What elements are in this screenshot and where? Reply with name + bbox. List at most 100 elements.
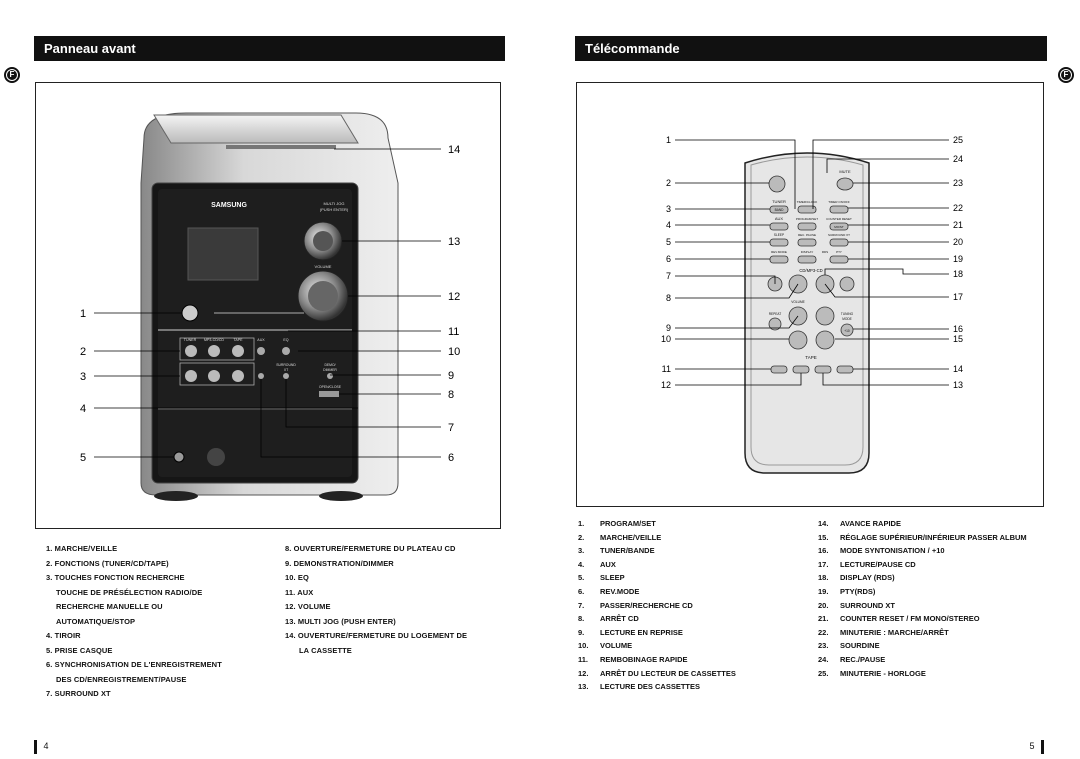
legend-item: 10.VOLUME xyxy=(578,641,633,651)
remote-callout-7: 7 xyxy=(666,271,671,281)
aux-label: AUX xyxy=(257,338,265,342)
page-marker-icon xyxy=(34,740,37,754)
legend-item: 18.DISPLAY (RDS) xyxy=(818,573,895,583)
legend-item: 5. PRISE CASQUE xyxy=(46,645,113,655)
legend-item: 24.REC./PAUSE xyxy=(818,654,886,664)
brand-logo: SAMSUNG xyxy=(211,202,247,209)
remote-surround-label: SURROUND XT xyxy=(828,233,850,237)
legend-item: 20.SURROUND XT xyxy=(818,600,896,610)
remote-most-label: MO/ST xyxy=(834,225,844,229)
legend-item: 6. SYNCHRONISATION DE L'ENREGISTREMENT xyxy=(46,660,222,669)
remote-legend-col1: 1.PROGRAM/SET 2.MARCHE/VEILLE 3.TUNER/BA… xyxy=(578,517,736,694)
remote-callout-11: 11 xyxy=(662,364,671,374)
xt-label: XT xyxy=(284,368,288,372)
legend-item: 11. AUX xyxy=(285,587,314,597)
surround-label: SURROUND xyxy=(276,363,296,367)
legend-item: TOUCHE DE PRÉSÉLECTION RADIO/DE xyxy=(56,587,203,597)
legend-item: 13. MULTI JOG (PUSH ENTER) xyxy=(285,616,396,626)
callout-10: 10 xyxy=(448,346,460,358)
callout-14: 14 xyxy=(448,144,460,156)
legend-item: 1. MARCHE/VEILLE xyxy=(46,544,118,553)
open-close-label: OPEN/CLOSE xyxy=(319,385,342,389)
page-marker-icon xyxy=(1041,740,1044,754)
legend-item: AUTOMATIQUE/STOP xyxy=(56,616,136,626)
legend-item: 3.TUNER/BANDE xyxy=(578,546,655,556)
remote-header: Télécommande xyxy=(575,36,1047,61)
callout-12: 12 xyxy=(448,291,460,303)
remote-callout-15: 15 xyxy=(953,334,963,344)
callout-6: 6 xyxy=(448,452,454,464)
legend-item: 12.ARRÊT DU LECTEUR DE CASSETTES xyxy=(578,668,736,678)
remote-callout-1: 1 xyxy=(666,135,671,145)
legend-item: 17.LECTURE/PAUSE CD xyxy=(818,559,916,569)
remote-callout-18: 18 xyxy=(953,269,963,279)
legend-item: 22.MINUTERIE : MARCHE/ARRÊT xyxy=(818,627,949,637)
remote-rec-pause-label: REC. PAUSE xyxy=(798,233,816,237)
callout-7: 7 xyxy=(448,422,454,434)
push-enter-label: (PUSH ENTER) xyxy=(320,207,349,212)
remote-legend-col2: 14.AVANCE RAPIDE 15.RÉGLAGE SUPÉRIEUR/IN… xyxy=(818,517,1027,680)
legend-item: 2. FONCTIONS (TUNER/CD/TAPE) xyxy=(46,558,169,568)
remote-callout-6: 6 xyxy=(666,254,671,264)
remote-tuner-label: TUNER xyxy=(772,199,786,204)
remote-tuning-label: TUNING xyxy=(841,312,854,316)
callout-13: 13 xyxy=(448,236,460,248)
remote-aux-label: AUX xyxy=(775,216,784,221)
eq-label: EQ xyxy=(283,338,288,342)
legend-item: DES CD/ENREGISTREMENT/PAUSE xyxy=(56,674,187,684)
legend-item: 25.MINUTERIE - HORLOGE xyxy=(818,668,926,678)
callout-1: 1 xyxy=(80,308,86,320)
legend-item: RECHERCHE MANUELLE OU xyxy=(56,602,163,611)
remote-callout-3: 3 xyxy=(666,204,671,214)
remote-title: Télécommande xyxy=(585,41,680,56)
remote-callout-12: 12 xyxy=(661,380,671,390)
legend-item: 19.PTY(RDS) xyxy=(818,586,876,596)
multijog-label: MULTI JOG xyxy=(323,201,344,206)
remote-callout-21: 21 xyxy=(953,220,963,230)
remote-callout-13: 13 xyxy=(953,380,963,390)
callout-11: 11 xyxy=(448,326,459,338)
remote-callout-14: 14 xyxy=(953,364,963,374)
legend-item: 7.PASSER/RECHERCHE CD xyxy=(578,600,693,610)
legend-item: 23.SOURDINE xyxy=(818,641,880,651)
page-number-left: 4 xyxy=(34,740,49,754)
remote-callout-8: 8 xyxy=(666,293,671,303)
legend-item: 15.RÉGLAGE SUPÉRIEUR/INFÉRIEUR PASSER AL… xyxy=(818,532,1027,542)
remote-rds-label: RDS xyxy=(822,250,828,254)
language-badge-right: F xyxy=(1058,67,1074,83)
front-panel-title: Panneau avant xyxy=(44,41,136,56)
legend-item: LA CASSETTE xyxy=(299,645,352,655)
legend-item: 6.REV.MODE xyxy=(578,586,640,596)
legend-item: 14. OUVERTURE/FERMETURE DU LOGEMENT DE xyxy=(285,631,468,640)
callout-3: 3 xyxy=(80,371,86,383)
demo-label: DEMO/ xyxy=(324,363,335,367)
remote-volume-label: VOLUME xyxy=(791,300,804,304)
legend-item: 8. OUVERTURE/FERMETURE DU PLATEAU CD xyxy=(285,544,456,553)
remote-callout-2: 2 xyxy=(666,178,671,188)
tuner-label: TUNER xyxy=(184,338,197,342)
remote-callout-5: 5 xyxy=(666,237,671,247)
remote-callout-25: 25 xyxy=(953,135,963,145)
front-panel-legend-col2: 8. OUVERTURE/FERMETURE DU PLATEAU CD 9. … xyxy=(285,542,467,658)
remote-callout-20: 20 xyxy=(953,237,963,247)
front-panel-illustration: SAMSUNG MULTI JOG (PUSH ENTER) VOLUME TU… xyxy=(80,112,460,501)
dimmer-label: DIMMER xyxy=(323,368,337,372)
legend-item: 4.AUX xyxy=(578,559,616,569)
legend-item: 11.REMBOBINAGE RAPIDE xyxy=(578,654,688,664)
front-panel-header: Panneau avant xyxy=(34,36,505,61)
remote-band-label: BAND xyxy=(775,208,785,212)
legend-item: 10. EQ xyxy=(285,573,309,582)
callout-9: 9 xyxy=(448,370,454,382)
legend-item: 2.MARCHE/VEILLE xyxy=(578,532,662,542)
legend-item: 13.LECTURE DES CASSETTES xyxy=(578,682,701,692)
remote-counter-reset-label: COUNTER RESET xyxy=(826,217,852,221)
legend-item: 12. VOLUME xyxy=(285,602,331,611)
callout-2: 2 xyxy=(80,346,86,358)
remote-cdmp3-label: CD/MP3-CD xyxy=(799,268,822,273)
remote-figure: MUTE TUNER BAND TIMER/CLOCK TIMER ON/OFF… xyxy=(576,82,1044,507)
remote-callout-9: 9 xyxy=(666,323,671,333)
remote-mode-label: MODE xyxy=(842,317,852,321)
legend-item: 14.AVANCE RAPIDE xyxy=(818,519,901,528)
remote-callout-16: 16 xyxy=(953,324,963,334)
remote-callout-19: 19 xyxy=(953,254,963,264)
